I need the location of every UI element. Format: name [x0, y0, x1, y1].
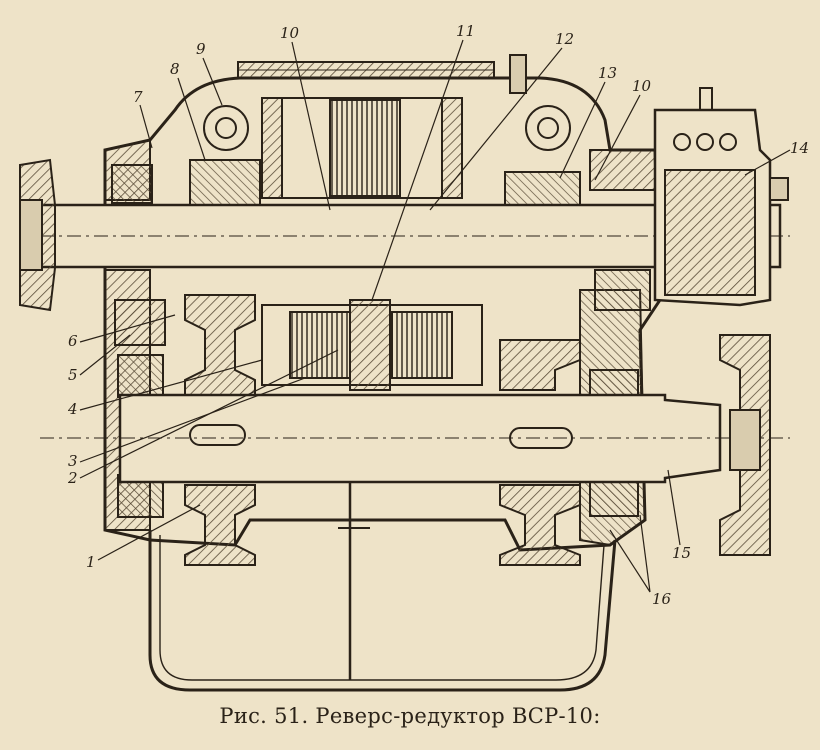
bearing-upper-left	[111, 164, 153, 204]
callout-7: 7	[133, 88, 143, 106]
figure-caption: Рис. 51. Реверс-редуктор ВСР-10:	[219, 704, 601, 728]
callout-8: 8	[170, 60, 180, 78]
callout-11: 11	[456, 22, 475, 40]
gearbox-cross-section: 1 2 3 4 5 6 7 8 9 10 11 12 13 10 14 15 1…	[19, 22, 809, 692]
leader-15	[667, 469, 681, 546]
keyway-right	[509, 427, 573, 449]
leader-7	[139, 104, 153, 149]
callout-5: 5	[68, 366, 78, 384]
leader-6	[79, 314, 176, 343]
bearing-left-mid	[114, 299, 166, 346]
callout-4: 4	[67, 400, 78, 418]
lower-gear-left-bottom	[184, 484, 256, 566]
end-knob	[769, 177, 789, 201]
upper-gear-right	[504, 171, 581, 206]
callout-16: 16	[652, 590, 672, 608]
callout-12: 12	[555, 30, 574, 48]
callout-2: 2	[67, 469, 78, 487]
leader-13	[559, 81, 606, 179]
leader-9	[202, 57, 223, 106]
vent-plug	[509, 54, 527, 94]
callout-6: 6	[68, 332, 78, 350]
leader-12	[429, 47, 563, 211]
oil-sump	[148, 530, 617, 692]
upper-eye-right	[525, 105, 571, 151]
leader-4	[79, 359, 263, 411]
leader-5	[79, 334, 131, 376]
bearing-lower-left-top	[117, 354, 164, 398]
leader-10b	[594, 94, 641, 181]
callout-3: 3	[68, 452, 78, 470]
callout-10b: 10	[632, 77, 652, 95]
bearing-upper-right	[594, 269, 651, 311]
callout-13: 13	[598, 64, 617, 82]
leader-10a	[291, 41, 331, 211]
callout-15: 15	[672, 544, 691, 562]
leader-11	[371, 39, 464, 301]
leader-1	[97, 504, 201, 561]
lower-gear-left	[184, 294, 256, 401]
callout-1: 1	[86, 553, 96, 571]
upper-gear-left	[189, 159, 261, 206]
callout-14: 14	[790, 139, 809, 157]
keyway-left	[189, 424, 246, 446]
leader-14	[744, 149, 791, 176]
housing	[103, 76, 662, 552]
callout-9: 9	[196, 40, 206, 58]
leader-3	[79, 377, 306, 463]
leader-16b	[639, 514, 651, 593]
bearing-lower-right-bottom	[589, 477, 639, 517]
callout-10a: 10	[280, 24, 300, 42]
upper-eye-left	[203, 105, 249, 151]
leader-8	[177, 77, 206, 161]
lower-gear-right-bottom	[499, 484, 581, 566]
lower-gear-right	[499, 339, 581, 391]
leader-16a	[609, 529, 651, 593]
